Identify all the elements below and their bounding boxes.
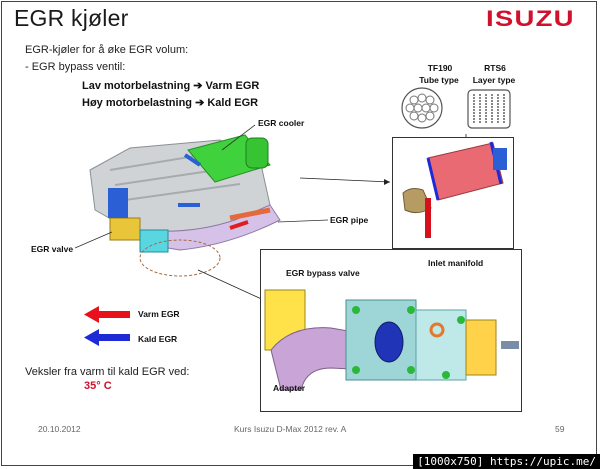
- adapter-label: Adapter: [273, 383, 306, 393]
- layer-type-cross-section-icon: [467, 89, 511, 129]
- arrow-right-icon: ➔: [195, 97, 205, 109]
- footer-page-number: 59: [555, 424, 565, 434]
- condition-low-row: Lav motorbelastning ➔ Varm EGR: [82, 79, 259, 92]
- egr-valve-label: EGR valve: [31, 244, 74, 254]
- bypass-detail-illustration: [264, 289, 519, 391]
- watermark-banner: [1000x750] https://upic.me/: [413, 454, 600, 469]
- tube-type-label: Tube type: [419, 75, 459, 85]
- layer-type-label: Layer type: [472, 75, 516, 85]
- slide-title: EGR kjøler: [14, 5, 129, 31]
- egr-pipe-label: EGR pipe: [330, 215, 369, 225]
- legend-cold-label: Kald EGR: [138, 334, 178, 344]
- cooler-type-illustrations: [401, 87, 511, 129]
- switch-temperature: 35° C: [84, 380, 112, 392]
- condition-low-left: Lav motorbelastning: [82, 80, 191, 92]
- bypass-highlight-ring: [139, 239, 221, 277]
- intro-line-1: EGR-kjøler for å øke EGR volum:: [25, 44, 189, 56]
- tube-type-code: TF190: [427, 63, 453, 73]
- footer-course: Kurs Isuzu D-Max 2012 rev. A: [234, 424, 347, 434]
- isuzu-logo: ISUZU: [486, 6, 575, 31]
- engine-egr-illustration: [89, 134, 281, 277]
- cooler-detail-box: [392, 137, 514, 249]
- egr-cooler-shape: [187, 134, 271, 183]
- switch-note-text: Veksler fra varm til kald EGR ved:: [25, 366, 190, 378]
- condition-high-left: Høy motorbelastning: [82, 97, 193, 109]
- footer-date: 20.10.2012: [38, 424, 81, 434]
- cooler-detail-illustration: [402, 141, 507, 238]
- cold-egr-arrow-icon: [84, 329, 130, 346]
- tube-type-cross-section-icon: [401, 87, 443, 129]
- layer-type-code: RTS6: [484, 63, 506, 73]
- inlet-manifold-label: Inlet manifold: [428, 258, 484, 268]
- egr-pipe-shape: [138, 204, 281, 251]
- bypass-detail-box: [260, 249, 522, 412]
- legend-warm-label: Varm EGR: [138, 309, 180, 319]
- bypass-valve-label: EGR bypass valve: [286, 268, 360, 278]
- condition-high-row: Høy motorbelastning ➔ Kald EGR: [82, 96, 258, 109]
- condition-high-right: Kald EGR: [207, 97, 259, 109]
- egr-valve-shape: [109, 217, 169, 253]
- flow-arrows: [108, 153, 249, 230]
- arrow-right-icon: ➔: [193, 80, 203, 92]
- egr-cooler-label: EGR cooler: [258, 118, 305, 128]
- warm-egr-arrow-icon: [84, 306, 130, 323]
- condition-low-right: Varm EGR: [205, 80, 260, 92]
- intro-line-2: - EGR bypass ventil:: [25, 61, 126, 73]
- legend-arrows: [84, 306, 130, 346]
